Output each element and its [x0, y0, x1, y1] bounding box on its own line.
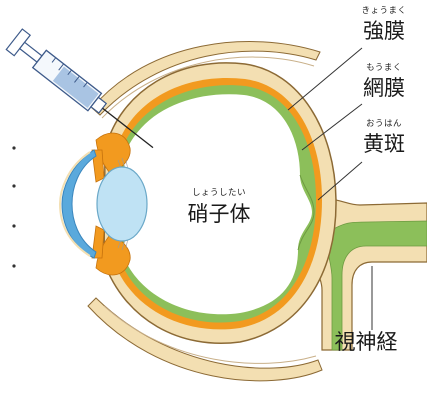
label-macula: おうはん 黄斑 — [363, 119, 405, 156]
muscle-band-top — [91, 41, 321, 119]
label-retina: もうまく 網膜 — [363, 63, 405, 100]
svg-text:しょうしたい: しょうしたい — [192, 188, 246, 198]
svg-text:おうはん: おうはん — [366, 119, 402, 129]
leader-sclera — [287, 47, 363, 111]
svg-text:黄斑: 黄斑 — [363, 132, 405, 156]
svg-text:網膜: 網膜 — [363, 76, 405, 100]
svg-text:視神経: 視神経 — [335, 330, 398, 354]
svg-text:硝子体: 硝子体 — [188, 202, 251, 226]
label-sclera: きょうまく 強膜 — [361, 6, 406, 43]
muscle-band-bottom — [87, 297, 323, 382]
svg-text:きょうまく: きょうまく — [361, 6, 406, 16]
syringe-icon — [5, 28, 154, 149]
vitreous-body — [124, 94, 315, 315]
iris — [91, 149, 105, 259]
leader-macula — [317, 161, 363, 201]
label-vitreous: しょうしたい 硝子体 — [188, 188, 251, 226]
svg-text:強膜: 強膜 — [363, 19, 405, 43]
cornea — [58, 149, 97, 259]
leader-retina — [301, 103, 363, 151]
leader-lines — [287, 47, 373, 330]
svg-text:もうまく: もうまく — [366, 63, 402, 73]
label-optic-nerve: 視神経 — [335, 330, 398, 354]
lens — [96, 166, 148, 242]
visual-axis-dots — [12, 146, 16, 268]
